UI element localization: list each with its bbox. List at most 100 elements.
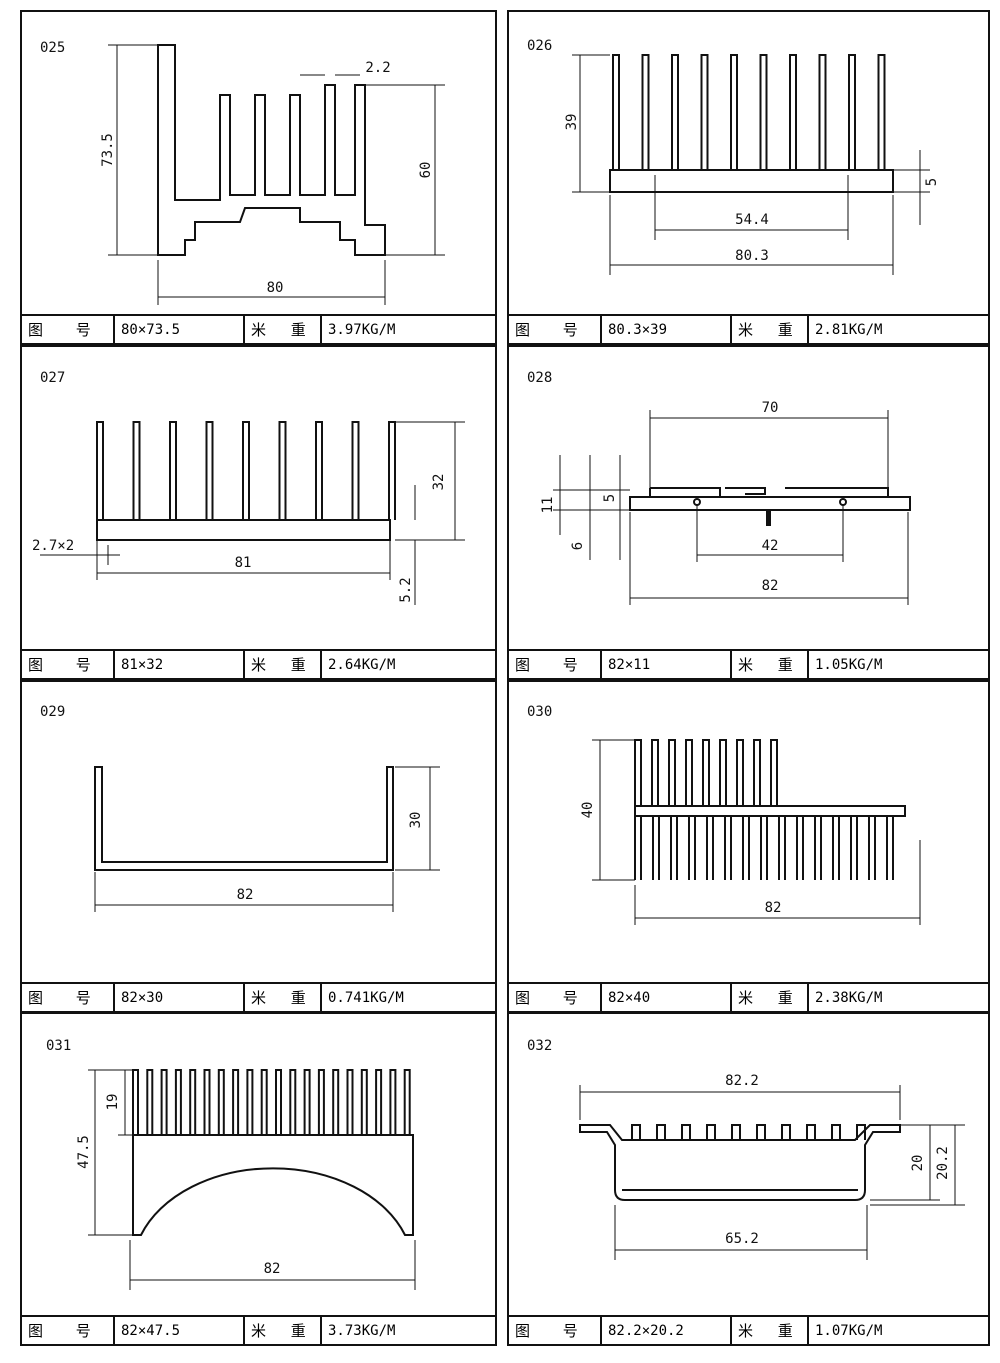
fin [856,1124,866,1140]
fin [634,739,642,806]
drawing-no-label: 图 号 [22,984,115,1011]
profile-029-drawing: 029 30 82 [40,704,440,912]
weight-label: 米 重 [245,984,322,1011]
fin [796,815,804,880]
fin [260,1069,268,1135]
dim-label: 5.2 [398,577,414,602]
fin [656,1124,666,1140]
spec-row: 图 号 82×11 米 重 1.05KG/M [509,649,988,678]
fin [303,1069,311,1135]
dim-label: 2.2 [365,60,390,76]
fin [742,815,750,880]
spec-row: 图 号 80.3×39 米 重 2.81KG/M [509,314,988,343]
spec-row: 图 号 82×47.5 米 重 3.73KG/M [22,1315,495,1344]
dim-label: 30 [408,812,424,829]
drawing-no-label: 图 号 [22,1317,115,1344]
profile-weight: 2.81KG/M [815,321,883,338]
dim-label: 39 [564,114,580,131]
dim-label: 20.2 [935,1146,951,1180]
profile-panel-031: 图 号 82×47.5 米 重 3.73KG/M [20,1012,497,1346]
dim-label: 2.7×2 [32,538,74,554]
fin [289,1069,297,1135]
fin [96,421,104,520]
fin [814,815,822,880]
fin [317,1069,325,1135]
fin [671,54,679,170]
profile-size: 81×32 [115,651,245,678]
profile-panel-032: 图 号 82.2×20.2 米 重 1.07KG/M [507,1012,990,1346]
dim-label: 54.4 [735,212,769,228]
fin [736,739,744,806]
dim-label: 47.5 [76,1135,92,1169]
drawing-no-label: 图 号 [509,651,602,678]
fin [668,739,676,806]
dim-label: 6 [570,542,586,550]
spec-row: 图 号 82.2×20.2 米 重 1.07KG/M [509,1315,988,1344]
fin [242,421,250,520]
profile-id: 026 [527,38,552,54]
fin [688,815,696,880]
fin [848,54,856,170]
fin [634,815,642,880]
profile-size: 80.3×39 [602,316,732,343]
fin [612,54,620,170]
dim-label: 82 [765,900,782,916]
spec-row: 图 号 80×73.5 米 重 3.97KG/M [22,314,495,343]
profile-id: 030 [527,704,552,720]
fin [778,815,786,880]
fin [360,1069,368,1135]
fin [641,54,650,170]
dim-label: 20 [910,1155,926,1172]
dim-label: 40 [580,802,596,819]
profile-031-drawing: 031 19 47.5 82 [46,1038,416,1290]
fin [706,815,714,880]
drawing-no-label: 图 号 [509,1317,602,1344]
fin [760,815,768,880]
base-plate [609,169,894,193]
fin [789,54,797,170]
weight-label: 米 重 [732,984,809,1011]
weight-label: 米 重 [245,1317,322,1344]
profile-weight: 3.97KG/M [328,321,396,338]
profile-size: 82×40 [602,984,732,1011]
dim-label: 70 [762,400,779,416]
fin [832,815,840,880]
dim-label: 82 [762,578,779,594]
profile-size: 82.2×20.2 [602,1317,732,1344]
fin [702,739,710,806]
dim-label: 11 [540,497,556,514]
fin [375,1069,383,1135]
profile-025-drawing: 025 73.5 60 80 2.2 [40,40,445,305]
profile-weight: 0.741KG/M [328,989,404,1006]
dim-label: 5 [602,494,618,502]
profile-027-drawing: 027 32 2.7×2 81 5.2 [32,370,465,605]
weight-label: 米 重 [245,316,322,343]
fin [160,1069,168,1135]
profile-id: 032 [527,1038,552,1054]
spec-row: 图 号 82×40 米 重 2.38KG/M [509,982,988,1011]
profile-panel-025: 图 号 80×73.5 米 重 3.97KG/M [20,10,497,345]
fin [332,1069,340,1135]
profile-030-drawing: 030 40 82 [527,704,921,925]
fin [351,421,360,520]
fin [389,1069,397,1135]
fin [132,421,141,520]
drawing-no-label: 图 号 [22,651,115,678]
profile-size: 80×73.5 [115,316,245,343]
fin [868,815,876,880]
arch-base [132,1134,414,1236]
profile-panel-027: 图 号 81×32 米 重 2.64KG/M [20,345,497,680]
dim-label: 80 [267,280,284,296]
profile-028-drawing: 028 70 11 5 6 42 82 [527,370,911,605]
dim-label: 82 [264,1261,281,1277]
fin [403,1069,411,1135]
fin [781,1124,791,1140]
fin [169,421,177,520]
fin [205,421,214,520]
profile-panel-028: 图 号 82×11 米 重 1.05KG/M [507,345,990,680]
fin [806,1124,816,1140]
channel-outline [94,766,394,871]
weight-label: 米 重 [245,651,322,678]
dim-label: 82 [237,887,254,903]
